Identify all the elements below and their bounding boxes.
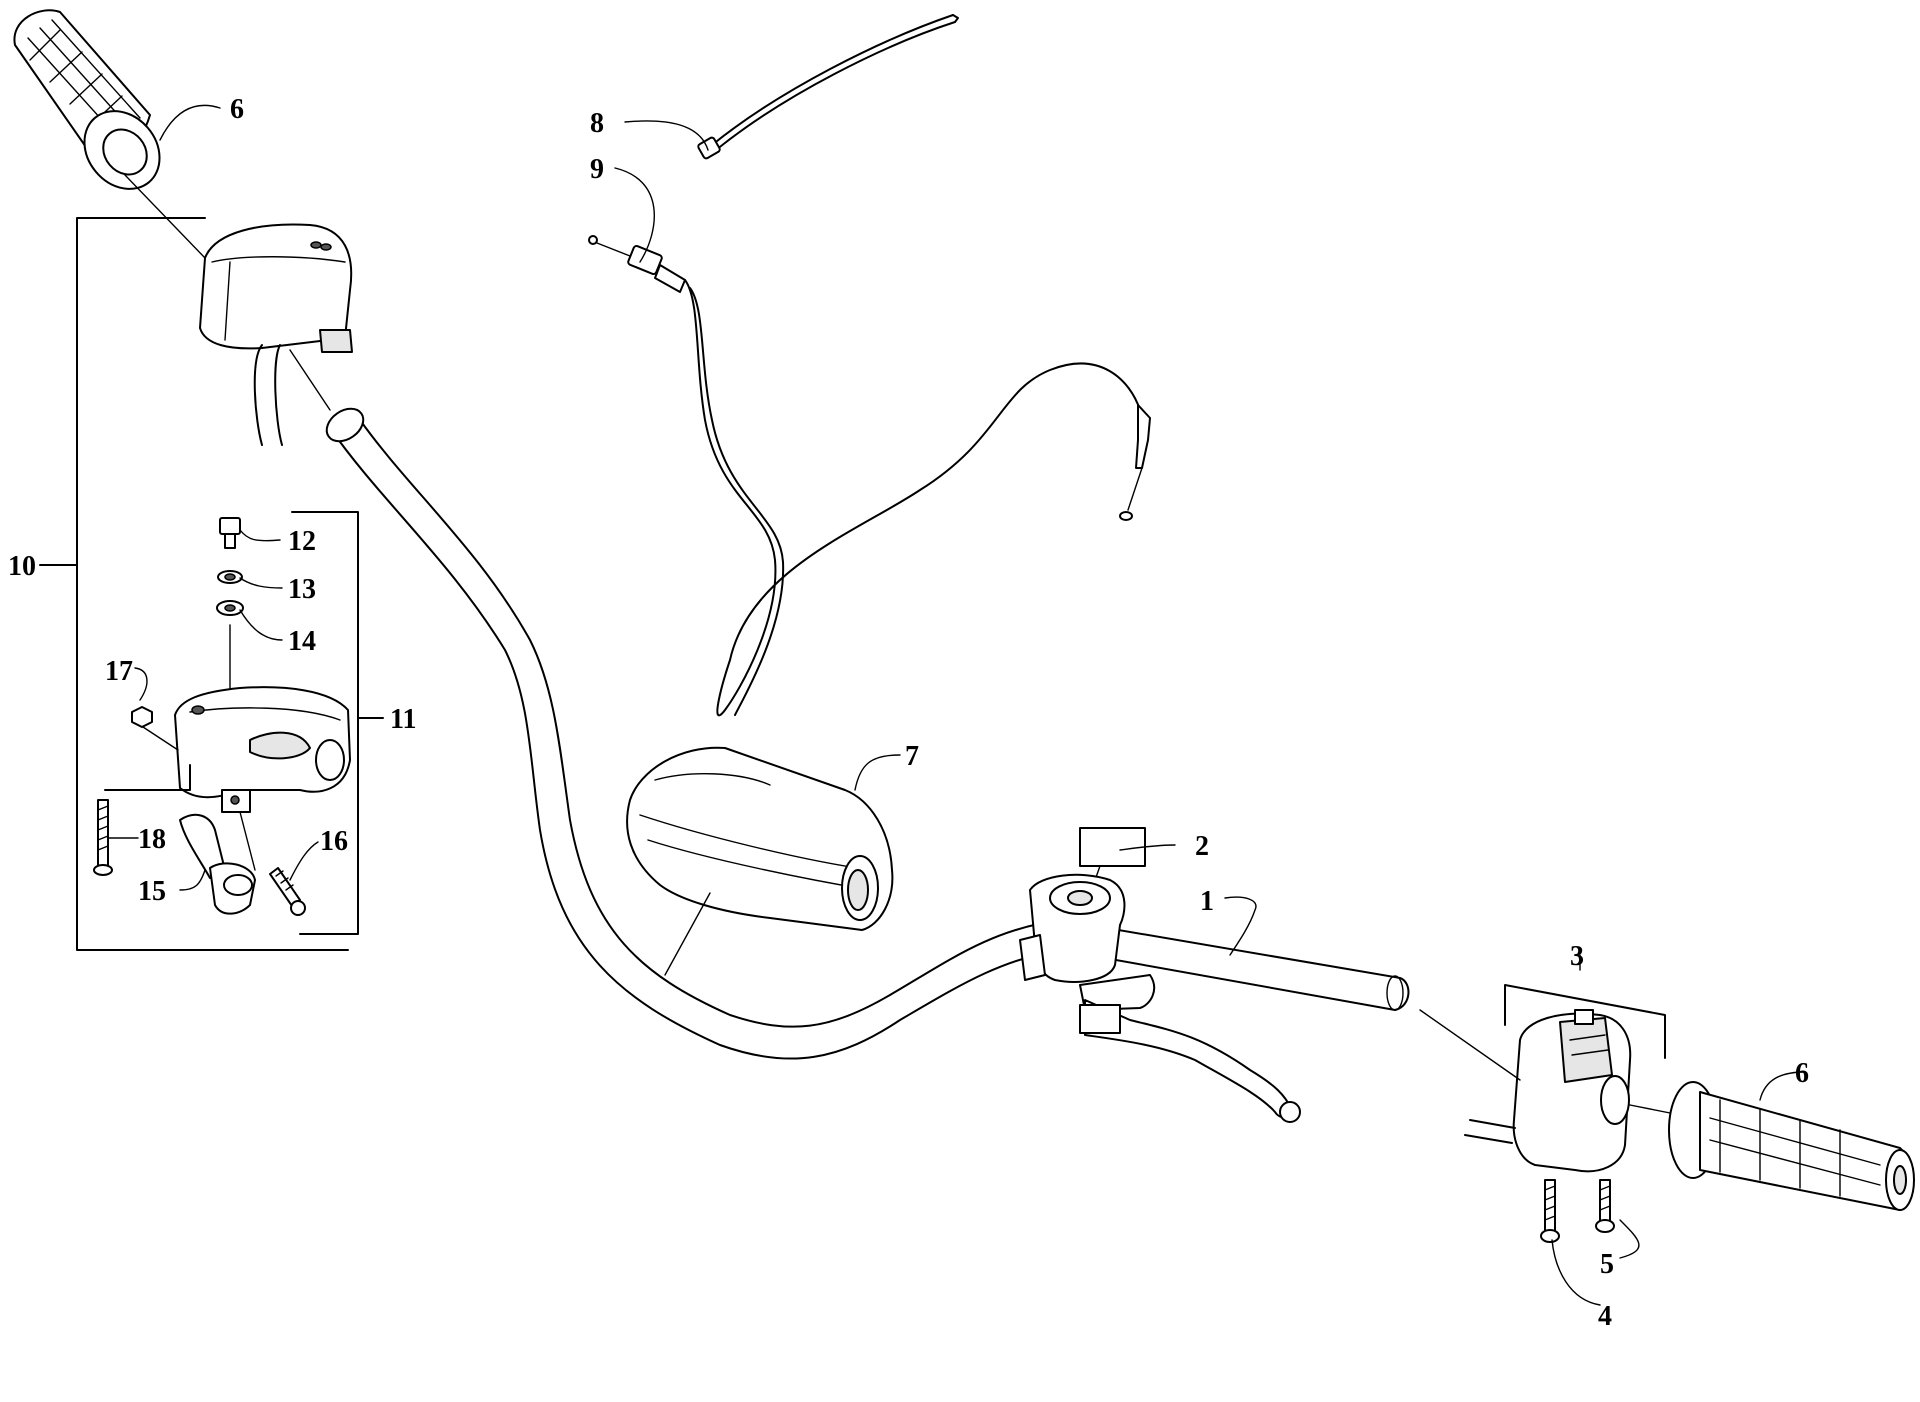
callout-3: 3 bbox=[1570, 941, 1584, 972]
switch-housing-3 bbox=[1464, 1009, 1632, 1173]
callout-15: 15 bbox=[138, 876, 166, 907]
callout-4: 4 bbox=[1598, 1301, 1612, 1332]
callout-18: 18 bbox=[138, 824, 166, 855]
screw-18 bbox=[93, 799, 113, 876]
cable-tie-8 bbox=[697, 14, 959, 160]
callout-2: 2 bbox=[1195, 831, 1209, 862]
master-cylinder bbox=[1019, 873, 1301, 1123]
throttle-lever-15 bbox=[179, 813, 256, 915]
leader-housing-bar bbox=[289, 349, 331, 411]
callout-11: 11 bbox=[390, 704, 416, 735]
bolt-12 bbox=[219, 517, 241, 549]
grip-right bbox=[1668, 1081, 1915, 1211]
leader-pad bbox=[664, 892, 711, 976]
label-2 bbox=[1079, 827, 1146, 867]
screw-4 bbox=[1540, 1179, 1560, 1243]
handlebar bbox=[325, 407, 1410, 1060]
callout-10: 10 bbox=[8, 551, 36, 582]
callout-6-left: 6 bbox=[230, 94, 244, 125]
lock-washer-13-hole bbox=[224, 573, 236, 581]
bracket-3 bbox=[1504, 984, 1666, 1059]
callout-17: 17 bbox=[105, 656, 133, 687]
leader-lines bbox=[107, 104, 1806, 1306]
nut-17 bbox=[131, 706, 153, 728]
throttle-cable-9 bbox=[588, 235, 1151, 717]
callout-1: 1 bbox=[1200, 886, 1214, 917]
callout-5: 5 bbox=[1600, 1249, 1614, 1280]
handlebar-pad-7 bbox=[626, 746, 894, 931]
callout-8: 8 bbox=[590, 108, 604, 139]
bracket-10 bbox=[39, 217, 349, 951]
callout-9: 9 bbox=[590, 154, 604, 185]
callout-16: 16 bbox=[320, 826, 348, 857]
leader-lever-axis bbox=[239, 811, 256, 871]
leader-bar-switch bbox=[1419, 1009, 1521, 1081]
callout-labels: 6 8 9 10 11 12 13 14 17 18 15 16 7 2 1 3… bbox=[8, 94, 1809, 1332]
callout-6-right: 6 bbox=[1795, 1058, 1809, 1089]
leader-grip-left bbox=[124, 174, 206, 259]
throttle-housing-11 bbox=[174, 686, 351, 813]
washer-14-hole bbox=[224, 604, 236, 612]
callout-7: 7 bbox=[905, 741, 919, 772]
callout-13: 13 bbox=[288, 574, 316, 605]
callout-12: 12 bbox=[288, 526, 316, 557]
leader-nut-17 bbox=[142, 726, 179, 751]
leader-housing-10 bbox=[104, 764, 191, 791]
throttle-housing-top bbox=[199, 223, 353, 446]
bracket-11 bbox=[291, 511, 384, 935]
screw-16 bbox=[269, 867, 306, 916]
callout-14: 14 bbox=[288, 626, 316, 657]
grip-left bbox=[13, 9, 161, 190]
screw-5 bbox=[1595, 1179, 1615, 1233]
